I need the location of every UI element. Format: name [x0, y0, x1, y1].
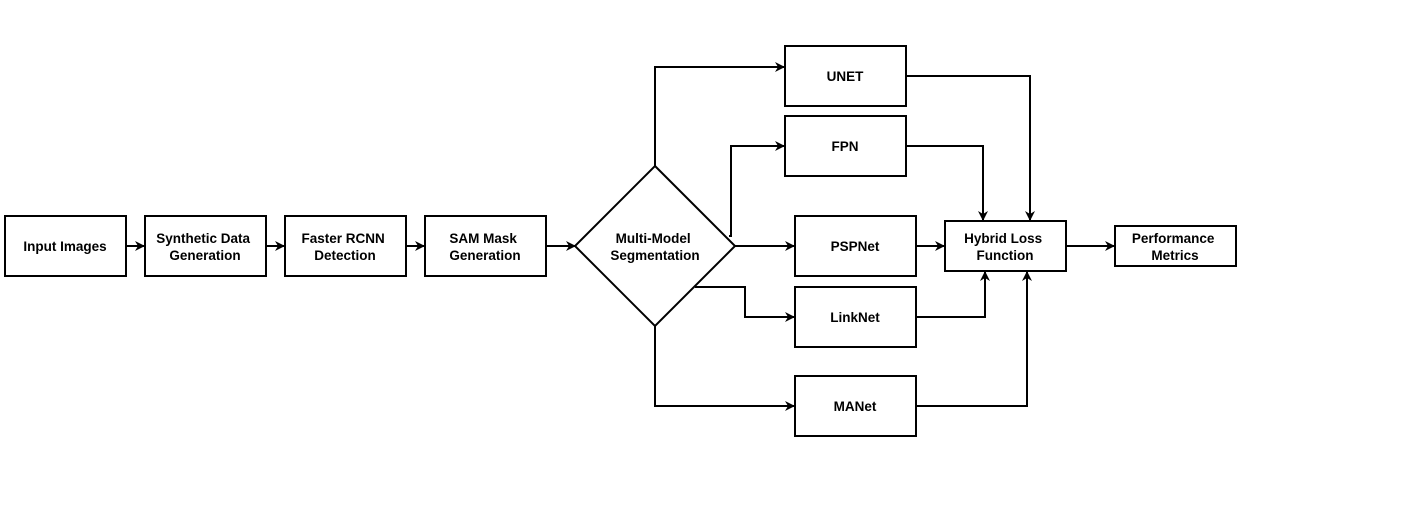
- node-manet: [794, 375, 917, 437]
- edges: [126, 62, 1115, 411]
- edge-unet-to-hybrid: [906, 75, 1035, 221]
- label-multi-model-segmentation: Multi-Model Segmentation: [610, 231, 699, 263]
- label-linknet: LinkNet: [830, 310, 880, 325]
- node-performance-metrics: [1114, 225, 1237, 267]
- edge-manet-to-hybrid: [916, 271, 1032, 407]
- edge-linknet-to-hybrid: [916, 271, 990, 318]
- node-linknet: [794, 286, 917, 348]
- label-performance-metrics: Performance Metrics: [1132, 231, 1218, 263]
- node-unet: [784, 45, 907, 107]
- edge-multi-model-to-fpn: [729, 141, 785, 237]
- node-pspnet: [794, 215, 917, 277]
- edge-multi-model-to-unet: [654, 62, 785, 166]
- node-input-images: [4, 215, 127, 277]
- node-synthetic-data-generation: [144, 215, 267, 277]
- label-hybrid-loss-function: Hybrid Loss Function: [964, 231, 1046, 263]
- node-fpn: [784, 115, 907, 177]
- node-multi-model-segmentation: [573, 164, 737, 328]
- edge-multi-model-to-linknet: [695, 286, 795, 322]
- edge-multi-model-to-manet: [654, 326, 795, 411]
- node-faster-rcnn-detection: [284, 215, 407, 277]
- label-input-images: Input Images: [23, 239, 106, 254]
- node-hybrid-loss-function: [944, 220, 1067, 272]
- label-fpn: FPN: [832, 139, 859, 154]
- label-manet: MANet: [834, 399, 877, 414]
- label-faster-rcnn-detection: Faster RCNN Detection: [301, 231, 388, 263]
- edge-fpn-to-hybrid: [906, 145, 988, 221]
- label-unet: UNET: [827, 69, 865, 84]
- label-sam-mask-generation: SAM Mask Generation: [449, 231, 520, 263]
- label-pspnet: PSPNet: [831, 239, 880, 254]
- label-synthetic-data-generation: Synthetic Data Generation: [156, 231, 254, 263]
- node-sam-mask-generation: [424, 215, 547, 277]
